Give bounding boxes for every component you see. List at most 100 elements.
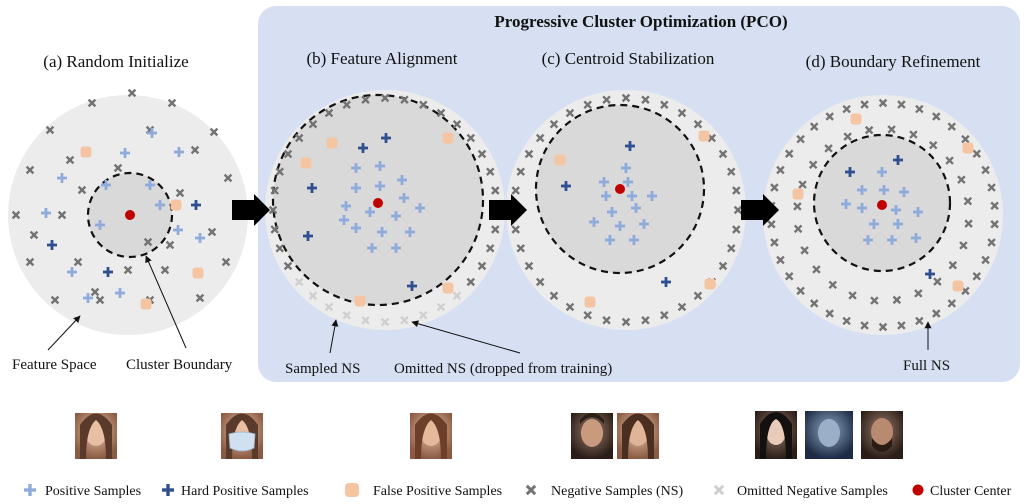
ring-negative-sample-c (677, 108, 687, 118)
inner-negative-sample-d (948, 260, 958, 270)
ring-negative-sample-d (897, 321, 906, 330)
panel-title-random-initialize: (a) Random Initialize (43, 52, 188, 71)
positive-sample-d (857, 185, 867, 195)
ring-negative-sample-d (947, 299, 957, 308)
positive-sample-d (913, 207, 923, 217)
legend-cluster-center-icon (912, 484, 924, 496)
negative-sample-a (11, 210, 21, 220)
positive-sample-a (155, 200, 165, 210)
positive-sample-b (377, 227, 387, 237)
ring-negative-sample-b (361, 316, 370, 325)
ring-negative-sample-d (981, 255, 990, 265)
negative-sample-a (190, 145, 200, 155)
ring-negative-sample-b (380, 93, 390, 103)
positive-sample-c (607, 207, 617, 217)
false-positive-sample-d (792, 188, 804, 200)
ring-negative-sample-b (342, 100, 351, 109)
ring-negative-sample-b (268, 205, 278, 215)
ring-negative-sample-c (621, 317, 631, 327)
positive-sample-a (173, 225, 183, 235)
ring-negative-sample-b (477, 261, 487, 271)
inner-negative-sample-d (964, 219, 973, 228)
face-negative-male (571, 413, 613, 459)
inner-negative-sample-d (793, 202, 802, 211)
ring-negative-sample-c (732, 186, 741, 195)
positive-sample-d (841, 199, 851, 209)
ring-negative-sample-d (825, 309, 834, 318)
negative-sample-a (29, 230, 39, 240)
ring-negative-sample-c (693, 119, 703, 129)
label-cluster-boundary: Cluster Boundary (126, 357, 233, 373)
positive-sample-c (605, 235, 615, 245)
cluster-center-d (877, 200, 887, 210)
ring-negative-sample-c (583, 311, 592, 320)
ring-negative-sample-c (511, 186, 520, 195)
negative-sample-a (113, 163, 123, 173)
label-feature-space: Feature Space (12, 357, 97, 373)
ring-negative-sample-c (733, 205, 743, 215)
positive-sample-b (351, 223, 361, 233)
inner-negative-sample-d (828, 280, 838, 290)
ring-negative-sample-b (436, 108, 446, 118)
positive-sample-c (599, 177, 609, 187)
cluster-boundary-d (812, 133, 952, 273)
hard-positive-sample-b (381, 133, 391, 143)
legend-cluster-center-label: Cluster Center (930, 484, 1012, 499)
panel-title-feature-alignment: (b) Feature Alignment (306, 49, 457, 68)
false-positive-sample-c (584, 296, 596, 308)
positive-sample-c (647, 191, 657, 201)
label-full-ns: Full NS (903, 358, 950, 374)
ring-negative-sample-b (491, 186, 500, 195)
cluster-center-a (125, 210, 135, 220)
ring-negative-sample-b (400, 316, 409, 325)
ring-negative-sample-c (707, 133, 717, 143)
ring-negative-sample-c (732, 225, 741, 234)
ring-negative-sample-b (283, 149, 293, 159)
ring-negative-sample-b (452, 291, 462, 301)
false-positive-sample-a (140, 298, 152, 310)
negative-sample-a (87, 98, 97, 108)
positive-sample-a (95, 220, 105, 230)
negative-sample-a (50, 295, 60, 305)
face-omitted-blue (805, 411, 853, 459)
false-positive-sample-c (704, 278, 716, 290)
positive-sample-c (631, 203, 641, 213)
ring-negative-sample-b (452, 119, 462, 129)
face-masked (221, 413, 263, 459)
negative-sample-a (123, 265, 133, 275)
sample-marks (11, 88, 999, 332)
ring-negative-sample-d (784, 272, 794, 281)
ring-negative-sample-b (477, 149, 487, 159)
cluster-boundary-c (534, 103, 706, 275)
cluster-center-b (373, 198, 383, 208)
negative-sample-a (223, 173, 233, 183)
ring-negative-sample-d (990, 201, 999, 210)
legend-marks (24, 483, 924, 497)
ring-negative-sample-d (990, 220, 999, 229)
positive-sample-a (145, 180, 155, 190)
positive-sample-c (627, 191, 637, 201)
ring-negative-sample-b (419, 311, 428, 320)
false-positive-sample-d (952, 280, 964, 292)
false-positive-sample-c (698, 130, 710, 142)
cluster-boundary-a (86, 171, 174, 259)
ring-negative-sample-c (565, 108, 575, 118)
inner-negative-sample-d (945, 156, 954, 165)
positive-sample-d (899, 187, 909, 197)
negative-sample-a (165, 240, 175, 250)
hard-positive-sample-b (358, 143, 368, 153)
ring-negative-sample-c (727, 244, 736, 253)
ring-negative-sample-b (342, 311, 351, 320)
ring-negative-sample-b (466, 277, 476, 287)
inner-negative-sample-d (800, 246, 809, 255)
ring-negative-sample-c (727, 167, 736, 176)
ring-negative-sample-d (770, 183, 779, 192)
ring-negative-sample-c (524, 261, 534, 271)
ring-negative-sample-b (270, 186, 279, 195)
false-positive-sample-b (442, 132, 454, 144)
positive-sample-b (397, 175, 407, 185)
positive-sample-d (911, 233, 921, 243)
ring-negative-sample-b (270, 225, 279, 234)
inner-negative-sample-d (914, 289, 923, 298)
